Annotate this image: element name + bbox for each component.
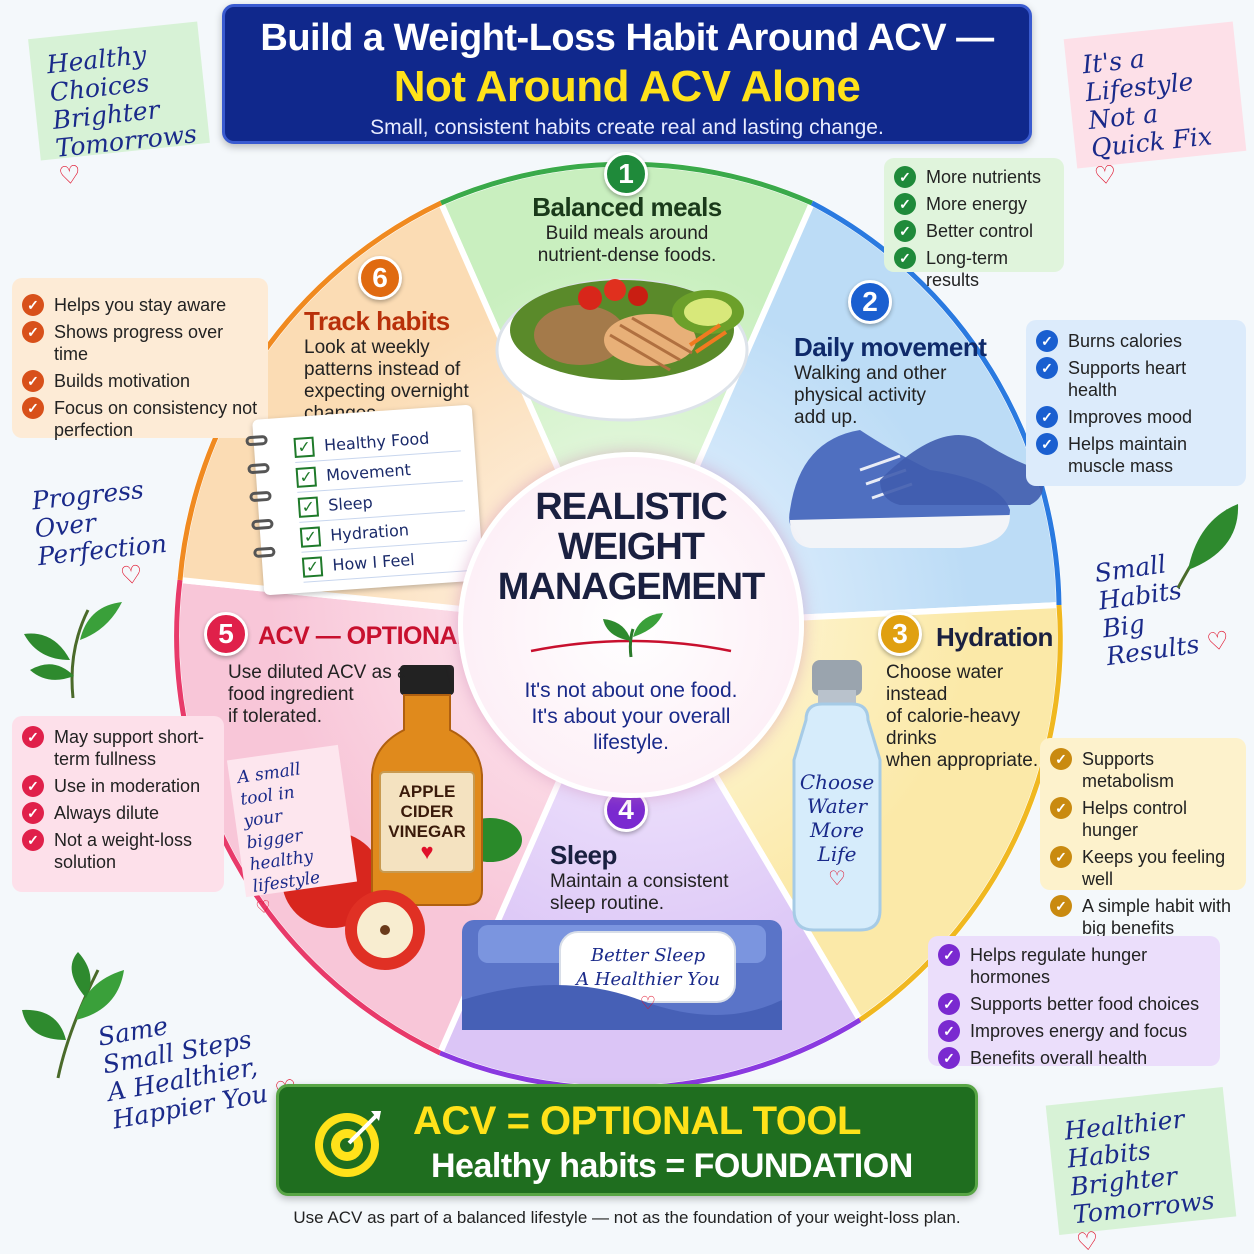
leaf-icon bbox=[22, 952, 124, 1079]
check-icon: ✓ bbox=[22, 726, 44, 748]
section-2-benefits: ✓Burns calories ✓Supports heart health ✓… bbox=[1026, 320, 1246, 486]
section-5-benefits: ✓May support short-term fullness ✓Use in… bbox=[12, 716, 224, 892]
heart-icon: ♡ bbox=[828, 866, 846, 890]
section-5-text: Use diluted ACV as a food ingredient if … bbox=[228, 662, 408, 727]
heart-icon: ♡ bbox=[1074, 1225, 1101, 1254]
checkbox-icon: ✓ bbox=[299, 525, 322, 548]
sneakers-illustration bbox=[789, 430, 1044, 548]
acv-bottle-label: APPLE CIDER VINEGAR ♥ bbox=[380, 782, 474, 864]
heart-icon: ♥ bbox=[420, 839, 434, 864]
section-3-text: Choose water instead of calorie-heavy dr… bbox=[886, 662, 1039, 771]
target-icon bbox=[315, 1111, 381, 1177]
section-6-number: 6 bbox=[358, 256, 402, 300]
header-title-line2: Not Around ACV Alone bbox=[393, 62, 861, 111]
heart-icon: ♡ bbox=[118, 559, 145, 591]
banner-line1: ACV = OPTIONAL TOOL bbox=[413, 1099, 861, 1143]
check-icon: ✓ bbox=[1036, 357, 1058, 379]
bottom-banner: ACV = OPTIONAL TOOL Healthy habits = FOU… bbox=[276, 1084, 978, 1196]
check-icon: ✓ bbox=[22, 321, 44, 343]
section-5-number: 5 bbox=[204, 612, 248, 656]
check-icon: ✓ bbox=[22, 802, 44, 824]
pillow-text: Better Sleep A Healthier You ♡ bbox=[576, 945, 720, 1014]
heart-icon: ♡ bbox=[1092, 159, 1118, 191]
checkbox-icon: ✓ bbox=[301, 555, 324, 578]
section-3-benefits: ✓Supports metabolism ✓Helps control hung… bbox=[1040, 738, 1246, 938]
section-2-number: 2 bbox=[848, 280, 892, 324]
section-4-text: Sleep Maintain a consistent sleep routin… bbox=[550, 840, 770, 915]
section-3-title: Hydration bbox=[936, 622, 1053, 652]
section-6-text: Track habits Look at weekly patterns ins… bbox=[304, 306, 494, 425]
check-icon: ✓ bbox=[894, 220, 916, 242]
check-icon: ✓ bbox=[1036, 406, 1058, 428]
section-1-number: 1 bbox=[604, 152, 648, 196]
section-2-title: Daily movement bbox=[794, 332, 987, 362]
note-top-left: Healthy Choices Brighter Tomorrows ♡ bbox=[28, 21, 210, 191]
heart-icon: ♡ bbox=[57, 159, 83, 191]
check-icon: ✓ bbox=[1050, 895, 1072, 917]
bed-illustration bbox=[462, 920, 782, 1030]
salad-bowl-illustration bbox=[495, 278, 749, 422]
check-icon: ✓ bbox=[938, 1047, 960, 1069]
check-icon: ✓ bbox=[1050, 797, 1072, 819]
section-6-benefits: ✓Helps you stay aware ✓Shows progress ov… bbox=[12, 278, 268, 440]
footer-note: Use ACV as part of a balanced lifestyle … bbox=[293, 1208, 961, 1227]
checkbox-icon: ✓ bbox=[295, 466, 317, 488]
habit-tracker-notebook: ✓Healthy Food ✓Movement ✓Sleep ✓Hydratio… bbox=[245, 404, 484, 596]
header-title-line1: Build a Weight-Loss Habit Around ACV — bbox=[260, 17, 994, 59]
check-icon: ✓ bbox=[22, 370, 44, 392]
section-2-text: Daily movement Walking and other physica… bbox=[794, 332, 994, 429]
section-6-title: Track habits bbox=[304, 306, 450, 336]
center-text: It's not about one food. It's about your… bbox=[524, 679, 738, 754]
section-1-benefits: ✓More nutrients ✓More energy ✓Better con… bbox=[884, 158, 1064, 290]
check-icon: ✓ bbox=[938, 993, 960, 1015]
section-4-benefits: ✓Helps regulate hunger hormones ✓Support… bbox=[928, 936, 1220, 1069]
heart-icon: ♡ bbox=[1204, 625, 1232, 658]
check-icon: ✓ bbox=[894, 193, 916, 215]
section-1-title: Balanced meals bbox=[532, 192, 722, 222]
header-banner: Build a Weight-Loss Habit Around ACV — N… bbox=[222, 4, 1032, 144]
banner-line2: Healthy habits = FOUNDATION bbox=[431, 1147, 913, 1185]
section-5-title: ACV — OPTIONAL bbox=[258, 622, 472, 650]
sprout-icon bbox=[530, 613, 732, 658]
check-icon: ✓ bbox=[22, 775, 44, 797]
checkbox-icon: ✓ bbox=[293, 436, 315, 458]
check-icon: ✓ bbox=[22, 829, 44, 851]
water-bottle-illustration bbox=[792, 660, 882, 932]
section-3-number: 3 bbox=[878, 612, 922, 656]
leaf-icon bbox=[24, 602, 122, 699]
check-icon: ✓ bbox=[938, 944, 960, 966]
section-1-text: Balanced meals Build meals around nutrie… bbox=[500, 192, 754, 267]
note-mid-left: Progress Over Perfection ♡ bbox=[30, 474, 169, 591]
check-icon: ✓ bbox=[894, 166, 916, 188]
check-icon: ✓ bbox=[1050, 846, 1072, 868]
acv-sticky-note: A small tool in your bigger healthy life… bbox=[226, 744, 358, 919]
check-icon: ✓ bbox=[22, 397, 44, 419]
water-bottle-label: Choose Water More Life ♡ bbox=[794, 770, 880, 890]
check-icon: ✓ bbox=[894, 247, 916, 269]
check-icon: ✓ bbox=[22, 294, 44, 316]
note-top-right: It's a Lifestyle Not a Quick Fix ♡ bbox=[1063, 21, 1247, 191]
check-icon: ✓ bbox=[1036, 433, 1058, 455]
heart-icon: ♡ bbox=[639, 993, 657, 1014]
check-icon: ✓ bbox=[938, 1020, 960, 1042]
checkbox-icon: ✓ bbox=[297, 496, 319, 518]
check-icon: ✓ bbox=[1050, 748, 1072, 770]
section-4-title: Sleep bbox=[550, 840, 617, 870]
leaf-icon bbox=[1176, 504, 1239, 589]
header-subtitle: Small, consistent habits create real and… bbox=[370, 116, 884, 139]
center-title: REALISTIC WEIGHT MANAGEMENT bbox=[497, 486, 766, 608]
center-circle: REALISTIC WEIGHT MANAGEMENT It's not abo… bbox=[458, 452, 804, 798]
check-icon: ✓ bbox=[1036, 330, 1058, 352]
